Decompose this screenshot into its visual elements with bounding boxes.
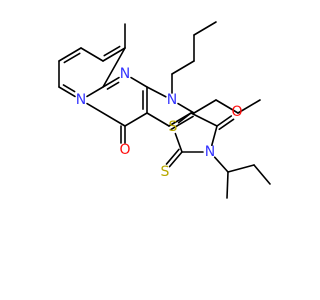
bond-N4-Ca — [213, 156, 229, 173]
bond-C3-CH — [146, 112, 170, 127]
bond-N1-C2 — [130, 76, 148, 88]
bond-Cc-Cd — [253, 164, 271, 185]
bond-C5t-C4t — [190, 112, 218, 127]
bond-CH-C5t-second — [170, 115, 194, 131]
bond-C9a-N1-inner — [106, 81, 120, 90]
bond-C9-C8 — [102, 47, 126, 62]
bond-A3-A4 — [193, 21, 217, 36]
bond-B3-B4 — [237, 99, 261, 114]
bond-Ca-Cb — [226, 171, 229, 199]
atom-label-n4: N — [205, 144, 215, 160]
bond-Ca-Cc — [227, 164, 255, 173]
atom-label-s1: S — [169, 119, 178, 135]
bond-C3-C4 — [124, 112, 148, 127]
atom-label-o1: O — [119, 142, 130, 158]
bond-N2-B1 — [177, 102, 195, 114]
bond-C4-N3 — [86, 102, 126, 127]
bond-C4t-N4 — [211, 125, 218, 147]
bond-B2-B3 — [215, 99, 239, 114]
bond-C2t-S2 — [168, 151, 183, 168]
bond-N3-C9a — [86, 86, 104, 98]
bond-C8-C7 — [80, 47, 104, 62]
bond-C7-C6-inner — [63, 52, 81, 64]
atom-label-n2: N — [167, 92, 177, 108]
bond-C4t-O2-second — [218, 118, 235, 131]
atom-label-n1: N — [120, 66, 130, 82]
bond-S1-C5t — [177, 112, 192, 124]
bond-C9-C8-inner — [103, 45, 121, 57]
bond-C5-N3-inner — [62, 84, 76, 93]
bond-C9a-N1 — [102, 76, 120, 88]
bond-B1-B2 — [193, 99, 217, 114]
bond-C2t-S2-second — [165, 148, 180, 165]
atom-label-n3: N — [76, 92, 86, 108]
bond-C9a-C9 — [102, 47, 126, 88]
bond-layer — [58, 21, 271, 199]
bond-C2t-S1 — [174, 132, 183, 153]
bond-C2-N2 — [146, 86, 167, 98]
atom-label-o2: O — [231, 104, 242, 120]
bond-C7-C6 — [58, 47, 82, 62]
bond-A1-A2 — [171, 60, 195, 75]
bond-C5-N3 — [58, 86, 76, 98]
bond-C4t-O2 — [216, 115, 233, 127]
atom-label-s2: S — [161, 164, 170, 180]
